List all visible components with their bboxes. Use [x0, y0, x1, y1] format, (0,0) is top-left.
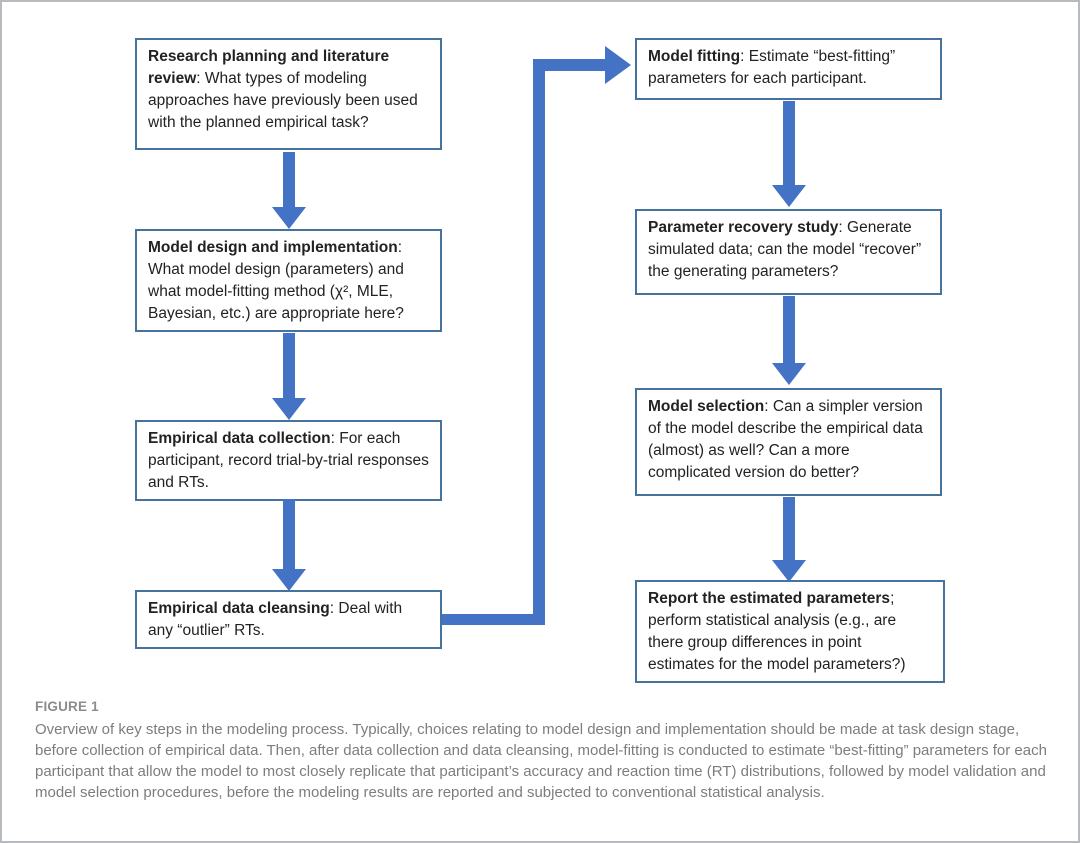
flow-box-text: : Deal with any “outlier” RTs. [148, 600, 403, 639]
flow-box-data-collection: Empirical data collection: For each part… [135, 420, 442, 501]
elbow-connector-segment [533, 59, 605, 71]
flow-box-title: Model design and implementation [148, 239, 398, 256]
down-arrowhead-icon [272, 569, 306, 591]
flow-box-text: : Generate simulated data; can the model… [648, 219, 922, 280]
flow-box-title: Empirical data cleansing [148, 600, 330, 617]
down-arrowhead-icon [272, 207, 306, 229]
elbow-connector-segment [533, 59, 545, 625]
down-arrow-icon [783, 497, 795, 560]
flow-box-title: Model selection [648, 398, 765, 415]
flow-box-title: Research planning and literature review [148, 48, 390, 87]
down-arrow-icon [283, 333, 295, 398]
right-arrowhead-icon [605, 46, 631, 84]
flow-box-research-planning: Research planning and literature review:… [135, 38, 442, 150]
flow-box-text: : For each participant, record trial-by-… [148, 430, 429, 491]
down-arrowhead-icon [772, 185, 806, 207]
elbow-connector-segment [442, 614, 545, 625]
flow-box-report-parameters: Report the estimated parameters; perform… [635, 580, 945, 683]
down-arrowhead-icon [772, 560, 806, 582]
down-arrow-icon [283, 152, 295, 207]
down-arrow-icon [783, 101, 795, 185]
flow-box-title: Empirical data collection [148, 430, 331, 447]
flow-box-text: : What types of modeling approaches have… [148, 70, 418, 131]
flow-box-data-cleansing: Empirical data cleansing: Deal with any … [135, 590, 442, 649]
flow-box-title: Model fitting [648, 48, 741, 65]
figure-caption-text: Overview of key steps in the modeling pr… [35, 721, 1047, 801]
flow-box-model-selection: Model selection: Can a simpler version o… [635, 388, 942, 496]
flow-box-parameter-recovery: Parameter recovery study: Generate simul… [635, 209, 942, 295]
down-arrowhead-icon [272, 398, 306, 420]
down-arrow-icon [283, 499, 295, 569]
flow-box-title: Parameter recovery study [648, 219, 839, 236]
flow-box-model-design: Model design and implementation: What mo… [135, 229, 442, 332]
figure-caption: FIGURE 1 Overview of key steps in the mo… [35, 699, 1051, 803]
down-arrowhead-icon [772, 363, 806, 385]
flow-box-text: : What model design (parameters) and wha… [148, 239, 404, 322]
flow-box-title: Report the estimated parameters [648, 590, 891, 607]
figure-label: FIGURE 1 [35, 699, 99, 714]
flow-box-text: : Can a simpler version of the model des… [648, 398, 923, 481]
down-arrow-icon [783, 296, 795, 363]
flow-box-text: : Estimate “best-fitting” parameters for… [648, 48, 896, 87]
flow-box-text: ; perform statistical analysis (e.g., ar… [648, 590, 906, 673]
flow-box-model-fitting: Model fitting: Estimate “best-fitting” p… [635, 38, 942, 100]
